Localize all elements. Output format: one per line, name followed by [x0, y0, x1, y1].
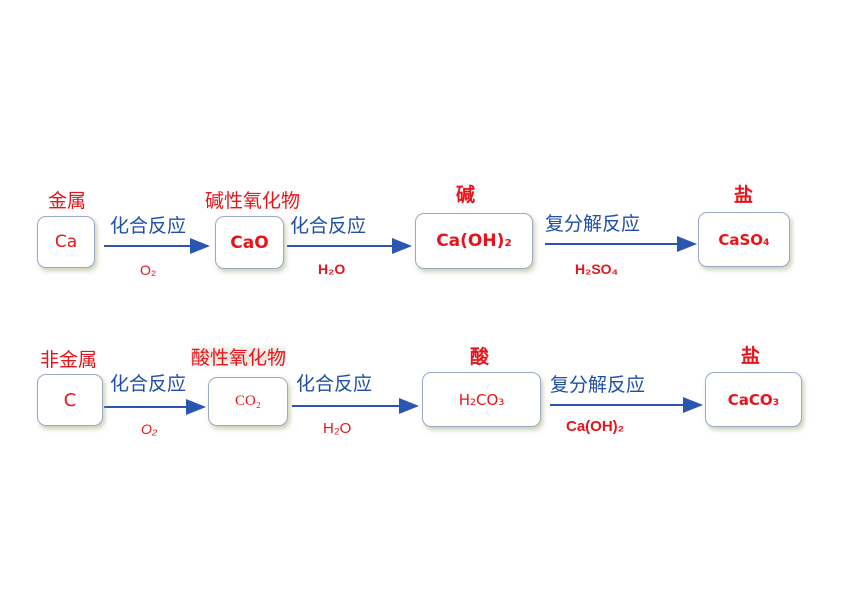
reaction-label-row2-step2: 化合反应	[296, 373, 373, 395]
formula-text: CO₂	[234, 393, 262, 409]
formula-text: CaCO₃	[727, 390, 780, 409]
reagent-label-row1-step1: O₂	[140, 262, 157, 278]
category-label-acid: 酸	[470, 346, 490, 368]
formula-box-cao: CaO	[215, 216, 284, 269]
formula-box-ca: Ca	[37, 216, 95, 268]
formula-box-co2: CO₂	[208, 377, 288, 426]
reagent-label-row2-step2: H₂O	[323, 420, 352, 437]
category-label-base: 碱	[456, 184, 476, 206]
formula-box-c: C	[37, 374, 103, 426]
reaction-label-row1-step1: 化合反应	[110, 215, 187, 237]
reagent-label-row2-step3: Ca(OH)₂	[566, 418, 625, 435]
reaction-label-row1-step2: 化合反应	[290, 215, 367, 237]
formula-text: CaSO₄	[718, 230, 770, 249]
category-label-salt: 盐	[734, 184, 754, 206]
formula-box-caso4: CaSO₄	[698, 212, 790, 267]
formula-text: C	[63, 389, 77, 411]
reaction-label-row2-step1: 化合反应	[110, 373, 187, 395]
reagent-label-row1-step2: H₂O	[318, 261, 346, 277]
formula-text: Ca(OH)₂	[436, 231, 512, 251]
category-label-metal: 金属	[48, 190, 87, 212]
reaction-label-row2-step3: 复分解反应	[550, 374, 646, 396]
formula-box-caco3: CaCO₃	[705, 372, 802, 427]
reagent-label-row2-step1: O₂	[141, 421, 158, 437]
formula-box-h2co3: H₂CO₃	[422, 372, 541, 427]
formula-text: H₂CO₃	[458, 390, 505, 409]
category-label-acidic-oxide: 酸性氧化物	[191, 343, 287, 370]
category-label-salt-2: 盐	[741, 345, 761, 367]
category-label-basic-oxide: 碱性氧化物	[205, 190, 301, 212]
reaction-label-row1-step3: 复分解反应	[545, 213, 641, 235]
category-label-nonmetal: 非金属	[40, 349, 98, 371]
formula-text: Ca	[54, 232, 78, 252]
reagent-label-row1-step3: H₂SO₄	[575, 261, 619, 277]
formula-box-caoh2: Ca(OH)₂	[415, 213, 533, 269]
formula-text: CaO	[230, 232, 269, 253]
